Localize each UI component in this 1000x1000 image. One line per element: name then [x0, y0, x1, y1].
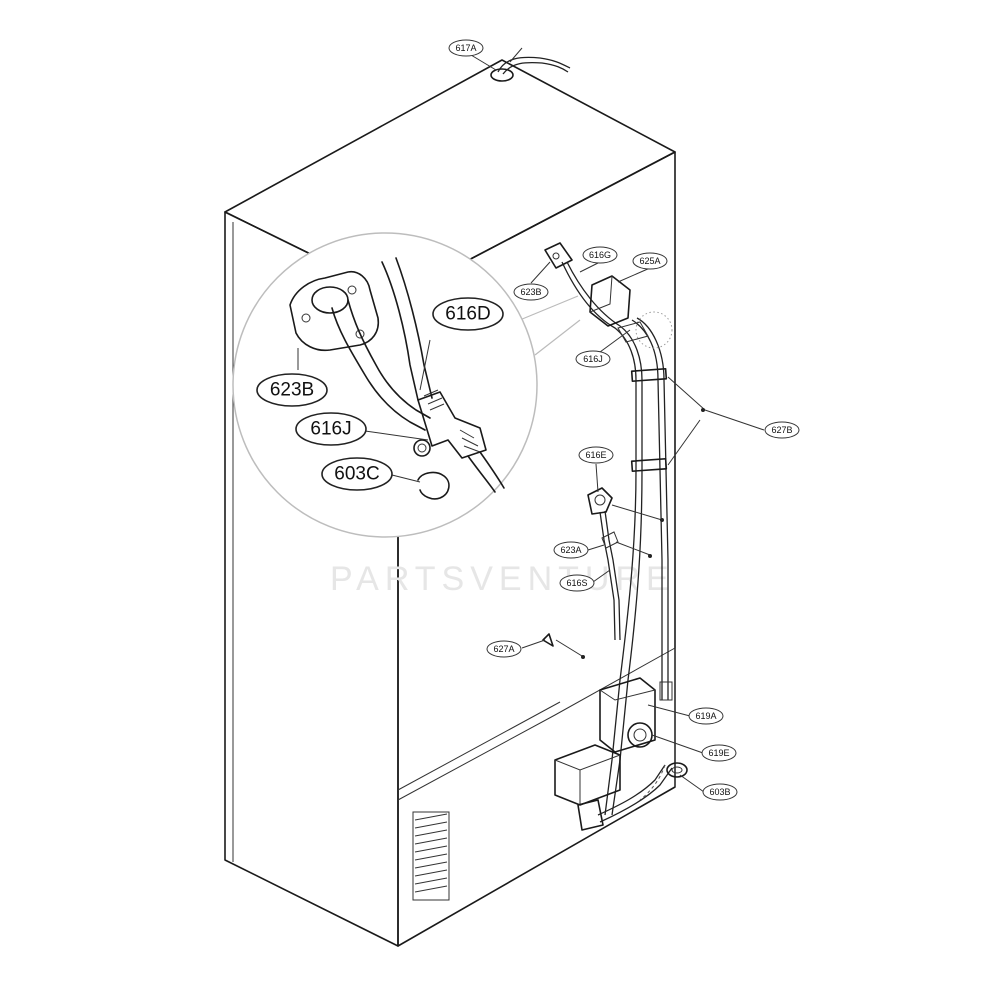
svg-text:627B: 627B — [771, 425, 792, 435]
svg-text:616G: 616G — [589, 250, 611, 260]
svg-text:627A: 627A — [493, 644, 514, 654]
callout-tag-623b-large: 623B — [256, 373, 328, 407]
svg-text:616E: 616E — [585, 450, 606, 460]
callout-tag-603b: 603B — [702, 783, 738, 801]
callout-tag-619e: 619E — [701, 744, 737, 762]
svg-text:619E: 619E — [708, 748, 729, 758]
svg-text:616D: 616D — [445, 304, 490, 325]
callout-tag-623a: 623A — [553, 541, 589, 559]
watermark-text: PARTSVENTURE — [330, 560, 675, 598]
callout-tag-623b-small: 623B — [513, 283, 549, 301]
callout-tag-619a: 619A — [688, 707, 724, 725]
svg-text:623B: 623B — [520, 287, 541, 297]
svg-text:616J: 616J — [583, 354, 603, 364]
svg-text:623A: 623A — [560, 545, 581, 555]
svg-text:625A: 625A — [639, 256, 660, 266]
callout-leaders — [465, 51, 765, 793]
callout-tag-617a: 617A — [448, 39, 484, 57]
svg-text:616S: 616S — [566, 578, 587, 588]
callout-tag-616d: 616D — [432, 297, 504, 331]
svg-text:617A: 617A — [455, 43, 476, 53]
svg-text:623B: 623B — [270, 380, 314, 401]
callout-tag-616j-large: 616J — [295, 412, 367, 446]
callout-tag-616e: 616E — [578, 446, 614, 464]
callout-tag-625a: 625A — [632, 252, 668, 270]
callout-tag-616s: 616S — [559, 574, 595, 592]
vent-grille — [412, 811, 450, 901]
top-grommet-and-wire — [490, 47, 571, 82]
svg-text:603B: 603B — [709, 787, 730, 797]
callout-tag-616j-small: 616J — [575, 350, 611, 368]
callout-tag-603c: 603C — [321, 457, 393, 491]
svg-text:616J: 616J — [310, 419, 351, 440]
callout-tag-627b: 627B — [764, 421, 800, 439]
svg-text:603C: 603C — [334, 464, 379, 485]
water-valve-assembly — [554, 677, 688, 831]
callout-tag-627a: 627A — [486, 640, 522, 658]
callout-tag-616g: 616G — [582, 246, 618, 264]
svg-text:619A: 619A — [695, 711, 716, 721]
water-tube-assembly — [542, 242, 706, 816]
